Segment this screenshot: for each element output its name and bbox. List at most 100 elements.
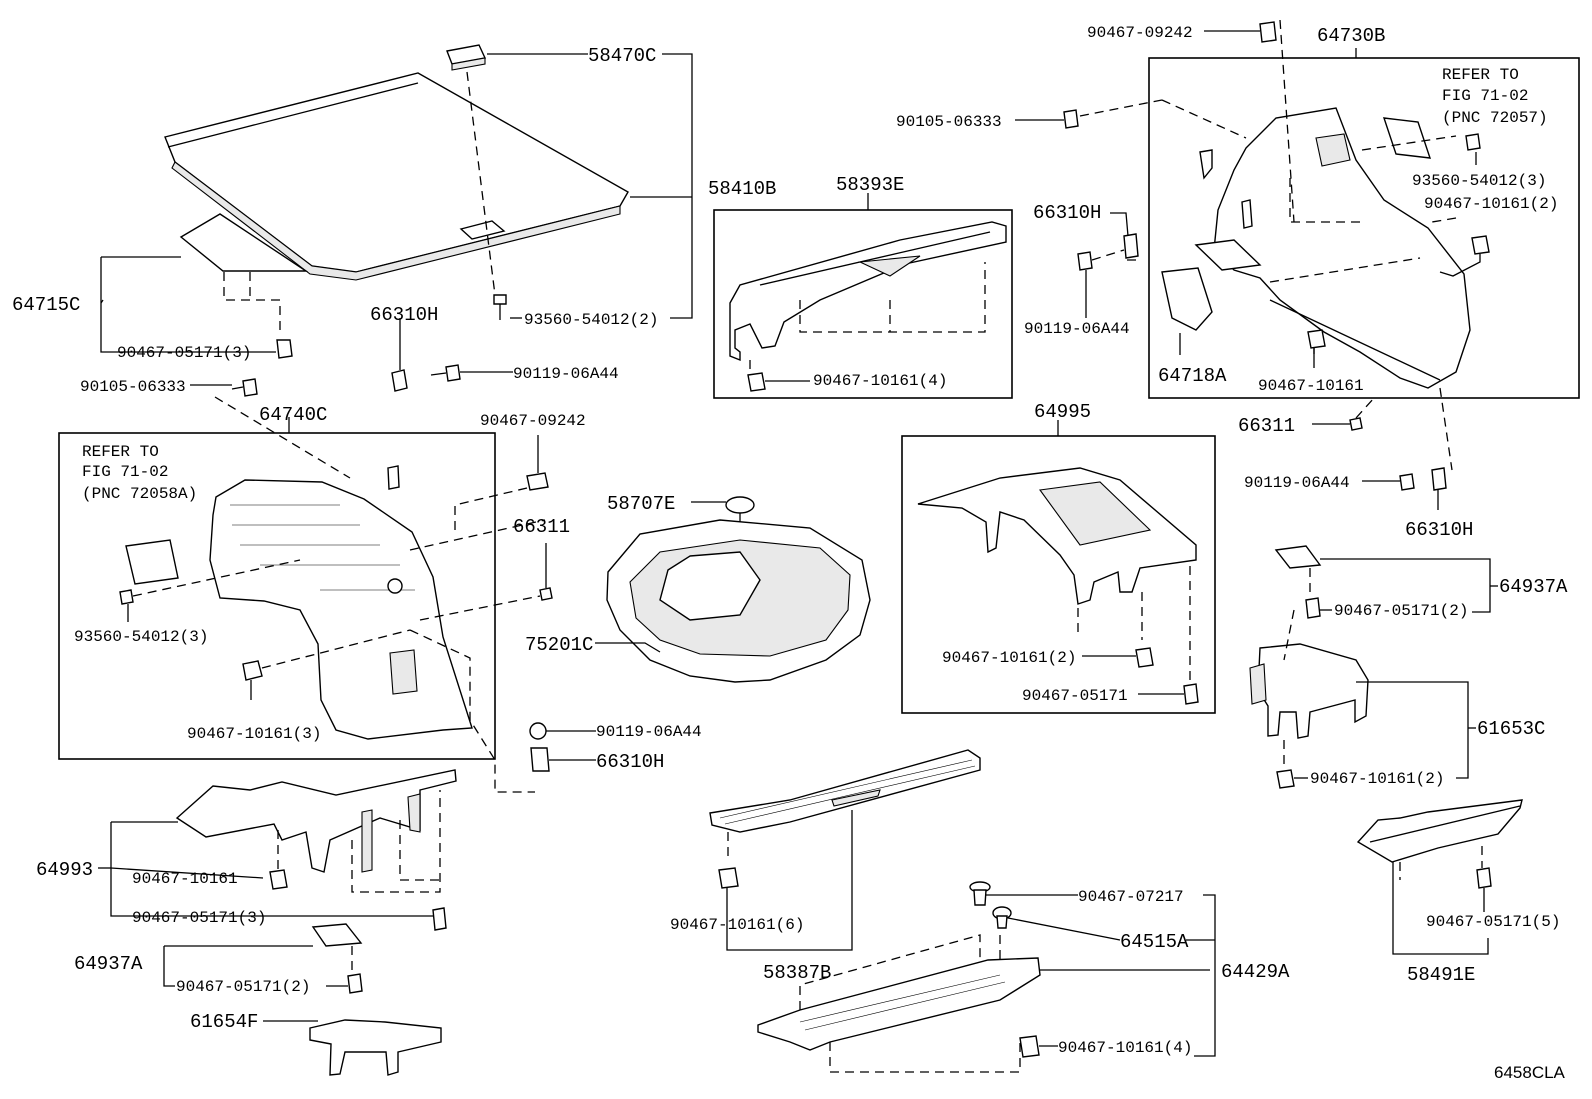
label-90467-09242-a: 90467-09242 xyxy=(480,412,586,430)
bracket-61654F xyxy=(309,1019,442,1076)
label-90467-09242-b: 90467-09242 xyxy=(1087,24,1193,42)
label-64937A-b: 64937A xyxy=(1499,576,1568,598)
clip-90467-05171-a xyxy=(276,339,293,359)
label-64429A: 64429A xyxy=(1221,961,1290,983)
bolt-90119-06A44-a xyxy=(430,364,461,382)
refer-right-line-1: REFER TO xyxy=(1442,66,1519,84)
retainer-66310H-a xyxy=(391,369,408,392)
clip-90467-05171-d xyxy=(1183,683,1199,705)
lamp-hole-cover-left xyxy=(387,465,400,490)
label-90467-10161-2c: 90467-10161(2) xyxy=(1310,770,1444,788)
label-90105-06333-a: 90105-06333 xyxy=(80,378,186,396)
nut-66311-b xyxy=(1349,417,1363,431)
label-64718A: 64718A xyxy=(1158,365,1227,387)
label-66310H-c: 66310H xyxy=(1033,202,1101,224)
screw-90105-06333-b xyxy=(1063,109,1079,129)
label-64740C: 64740C xyxy=(259,404,327,426)
label-66310H-a: 66310H xyxy=(370,304,438,326)
cover-58491E xyxy=(1356,799,1523,863)
trim-58393E xyxy=(729,221,1007,362)
label-90467-10161-2b: 90467-10161(2) xyxy=(1424,195,1558,213)
refer-left-line-3: (PNC 72058A) xyxy=(82,485,197,503)
label-58393E: 58393E xyxy=(836,174,904,196)
bracket-right-trim xyxy=(1382,117,1432,159)
label-61653C: 61653C xyxy=(1477,718,1545,740)
label-93560-54012-3b: 93560-54012(3) xyxy=(1412,172,1546,190)
refer-left-line-2: FIG 71-02 xyxy=(82,463,168,481)
label-66311-a: 66311 xyxy=(513,516,570,538)
label-90119-06A44-d: 90119-06A44 xyxy=(1244,474,1350,492)
refer-right-line-3: (PNC 72057) xyxy=(1442,109,1548,127)
nut-66311-a xyxy=(539,587,553,601)
label-90467-10161-4b: 90467-10161(4) xyxy=(1058,1039,1192,1057)
label-66310H-d: 66310H xyxy=(1405,519,1473,541)
clip-90467-05171-b xyxy=(432,907,447,931)
trim-panel-64429A xyxy=(757,957,1041,1051)
clip-90467-09242-b xyxy=(1259,21,1277,43)
clip-90467-10161-j xyxy=(1276,769,1295,789)
label-90467-05171-2b: 90467-05171(2) xyxy=(1334,602,1468,620)
label-90105-06333-b: 90105-06333 xyxy=(896,113,1002,131)
clip-90467-10161-b xyxy=(242,660,263,700)
label-64993: 64993 xyxy=(36,859,93,881)
box-64730B xyxy=(1148,57,1580,399)
label-90467-10161-b: 90467-10161 xyxy=(1258,377,1364,395)
diagram-code: 6458CLA xyxy=(1494,1063,1566,1082)
clip-90467-05171-f xyxy=(1476,867,1492,889)
clip-90467-10161-h xyxy=(1471,235,1490,255)
bolt-90119-06A44-b xyxy=(529,722,596,740)
label-58410B: 58410B xyxy=(708,178,776,200)
label-64515A: 64515A xyxy=(1120,931,1189,953)
knob-58707E xyxy=(725,496,755,514)
screw-93560-54012 xyxy=(493,294,507,320)
label-90467-10161-6: 90467-10161(6) xyxy=(670,916,804,934)
cover-64937A-a xyxy=(311,923,363,947)
label-64715C: 64715C xyxy=(12,294,80,316)
clip-90467-10161-f xyxy=(718,867,739,889)
quarter-trim-64740C xyxy=(209,479,473,740)
quarter-trim-64730B xyxy=(1213,107,1471,389)
cover-64937A-b xyxy=(1274,545,1322,569)
label-93560-54012-3a: 93560-54012(3) xyxy=(74,628,208,646)
label-90467-10161-a: 90467-10161 xyxy=(132,870,238,888)
label-90467-05171-3a: 90467-05171(3) xyxy=(117,344,251,362)
label-90467-05171-3b: 90467-05171(3) xyxy=(132,909,266,927)
label-61654F: 61654F xyxy=(190,1011,258,1033)
label-64995: 64995 xyxy=(1034,401,1091,423)
lower-bracket-right xyxy=(1194,239,1262,271)
label-90467-10161-3: 90467-10161(3) xyxy=(187,725,321,743)
label-90467-10161-2a: 90467-10161(2) xyxy=(942,649,1076,667)
clip-90467-10161-e xyxy=(1135,647,1154,668)
hook-right xyxy=(1199,149,1213,180)
screw-90105-06333-a xyxy=(231,378,258,397)
label-90119-06A44-b: 90119-06A44 xyxy=(596,723,702,741)
trim-64995 xyxy=(917,467,1197,605)
spare-tire-tray-75201C xyxy=(606,519,871,683)
retainer-66310H-c xyxy=(1123,233,1139,259)
clip-90467-05171-e xyxy=(1305,597,1321,619)
scuff-plate-58387B xyxy=(709,749,981,833)
label-90467-05171: 90467-05171 xyxy=(1022,687,1128,705)
label-66311-b: 66311 xyxy=(1238,415,1295,437)
clip-90467-10161-c xyxy=(269,869,288,890)
clip-90467-09242-a xyxy=(526,472,549,491)
label-58470C: 58470C xyxy=(588,45,656,67)
refer-left-line-1: REFER TO xyxy=(82,443,159,461)
label-58707E: 58707E xyxy=(607,493,675,515)
trim-panel-64993 xyxy=(175,769,457,873)
screw-93560-54012-a xyxy=(119,589,134,605)
cargo-cover-board xyxy=(164,72,629,281)
label-75201C: 75201C xyxy=(525,634,593,656)
bracket-61653C xyxy=(1249,643,1369,739)
retainer-66310H-b xyxy=(530,747,596,772)
label-64937A-a: 64937A xyxy=(74,953,143,975)
label-58491E: 58491E xyxy=(1407,964,1475,986)
bolt-90119-06A44-d xyxy=(1399,473,1415,491)
bracket-left-trim xyxy=(125,539,179,585)
box-58393E xyxy=(713,209,1013,399)
label-90119-06A44-c: 90119-06A44 xyxy=(1024,320,1130,338)
refer-right-line-2: FIG 71-02 xyxy=(1442,87,1528,105)
label-90467-05171-5: 90467-05171(5) xyxy=(1426,913,1560,931)
grommet-64515A xyxy=(992,906,1012,929)
